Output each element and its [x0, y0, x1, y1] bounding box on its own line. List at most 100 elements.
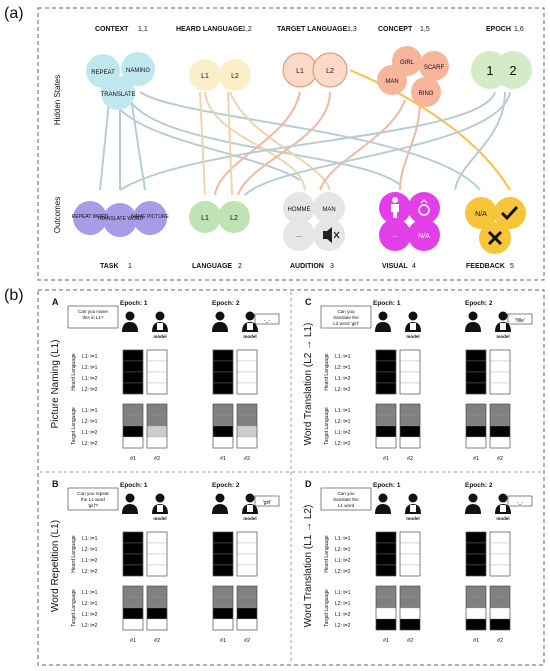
- heard-cell: [212, 360, 234, 373]
- heard-cell: [122, 564, 144, 577]
- heard-cell: [122, 542, 144, 555]
- row-label: L1: t=2: [335, 376, 351, 382]
- panel-a-frame: [37, 7, 545, 281]
- row-label: L2: t=1: [82, 365, 98, 371]
- concept-node-group: GIRL SCARF MAN RING: [377, 46, 449, 107]
- task-node-name-picture: NAME PICTURE: [131, 214, 169, 220]
- row-label: L1: t=2: [82, 612, 98, 618]
- model-avatar-icon: [495, 493, 511, 514]
- heard-grid-frame: [465, 349, 487, 395]
- model-label: model: [243, 516, 256, 521]
- answer-bubble: [507, 495, 533, 507]
- heard-cell: [122, 382, 144, 395]
- panel-b-frame: [37, 289, 545, 666]
- heard-cell: [399, 371, 421, 384]
- feedback-sup: 5: [510, 263, 514, 270]
- heard-axis-label: Heard Language: [324, 353, 330, 390]
- target-cell: [146, 607, 168, 620]
- subpanel-letter: B: [52, 479, 59, 489]
- question-text: Can you: [337, 491, 355, 496]
- cross-icon: [487, 230, 503, 246]
- heard-grid-frame: [489, 349, 511, 395]
- concept-node-girl: GIRL: [400, 60, 415, 66]
- heard-cell: [236, 360, 258, 373]
- row-label: L2: t=1: [335, 419, 351, 425]
- target-cell: [236, 585, 258, 598]
- person-icon: [465, 493, 481, 514]
- heard-cell: [465, 349, 487, 362]
- subpanel-side-title: Word Repetition (L1): [50, 520, 61, 612]
- target-cell: [399, 618, 421, 631]
- feedback-node-na: N/A: [475, 211, 487, 218]
- target-cell: [146, 425, 168, 438]
- row-label: L2: t=2: [335, 623, 351, 629]
- row-label: L1: t=1: [82, 536, 98, 542]
- row-label: L1: t=2: [335, 612, 351, 618]
- model-avatar-icon: [152, 493, 168, 514]
- target-cell: [465, 607, 487, 620]
- heard-cell: [399, 542, 421, 555]
- mute-speaker-icon: [323, 227, 340, 243]
- question-text: Can you: [337, 309, 355, 314]
- context-node-naming: NAMING: [126, 68, 150, 74]
- visual-node-group: ... N/A: [379, 192, 440, 251]
- heard-cell: [236, 564, 258, 577]
- target-cell: [146, 585, 168, 598]
- heard-grid-frame: [465, 531, 487, 577]
- target-cell: [122, 607, 144, 620]
- epoch1-label: Epoch: 1: [373, 482, 401, 489]
- target-cell: [489, 618, 511, 631]
- row-label: L1: t=1: [335, 536, 351, 542]
- target-grid-frame: [122, 403, 144, 449]
- language-node-l2: L2: [230, 215, 238, 222]
- person-icon: [375, 311, 391, 332]
- heard-cell: [236, 371, 258, 384]
- target-cell: [212, 585, 234, 598]
- target-title: TARGET LANGUAGE: [277, 26, 348, 33]
- question-text: Can you name: [78, 309, 108, 314]
- person-icon: [122, 311, 138, 332]
- target-cell: [236, 596, 258, 609]
- task-node-translate-word: TRANSLATE WORD: [97, 216, 144, 222]
- row-label-outcomes: Outcomes: [53, 197, 62, 233]
- task-node-repeat-word: REPEAT WORD: [72, 214, 109, 220]
- heard-grid-frame: [375, 531, 397, 577]
- target-grid-frame: [375, 585, 397, 631]
- question-text: L2 word 'girl': [333, 321, 359, 326]
- target-cell: [122, 403, 144, 416]
- connection-lines: [99, 69, 511, 196]
- task-sup: 1: [128, 263, 132, 270]
- question-bubble: [67, 487, 119, 511]
- row-label: L1: t=2: [82, 376, 98, 382]
- heard-cell: [399, 349, 421, 362]
- heard-cell: [375, 553, 397, 566]
- visual-sup: 4: [412, 263, 416, 270]
- heard-cell: [465, 553, 487, 566]
- target-cell: [375, 414, 397, 427]
- visual-node-ellipsis: ...: [392, 232, 398, 239]
- row-label: L2: t=1: [82, 419, 98, 425]
- question-text: Can you repeat: [77, 491, 109, 496]
- model-avatar-icon: [405, 493, 421, 514]
- col-label: #2: [407, 638, 413, 644]
- row-label: L1: t=2: [82, 430, 98, 436]
- model-label: model: [496, 334, 509, 339]
- heard-cell: [489, 349, 511, 362]
- heard-cell: [236, 349, 258, 362]
- subpanel-letter: C: [305, 297, 312, 307]
- ring-icon: [418, 199, 430, 216]
- target-cell: [465, 436, 487, 449]
- question-text: translate the: [333, 315, 359, 320]
- heard-cell: [212, 564, 234, 577]
- model-label: model: [496, 516, 509, 521]
- context-node-repeat: REPEAT: [91, 70, 115, 76]
- target-cell: [236, 607, 258, 620]
- col-label: #2: [497, 638, 503, 644]
- target-grid-frame: [236, 585, 258, 631]
- epoch2-label: Epoch: 2: [212, 482, 240, 489]
- target-cell: [212, 596, 234, 609]
- target-grid-frame: [375, 403, 397, 449]
- target-cell: [212, 618, 234, 631]
- heard-cell: [146, 371, 168, 384]
